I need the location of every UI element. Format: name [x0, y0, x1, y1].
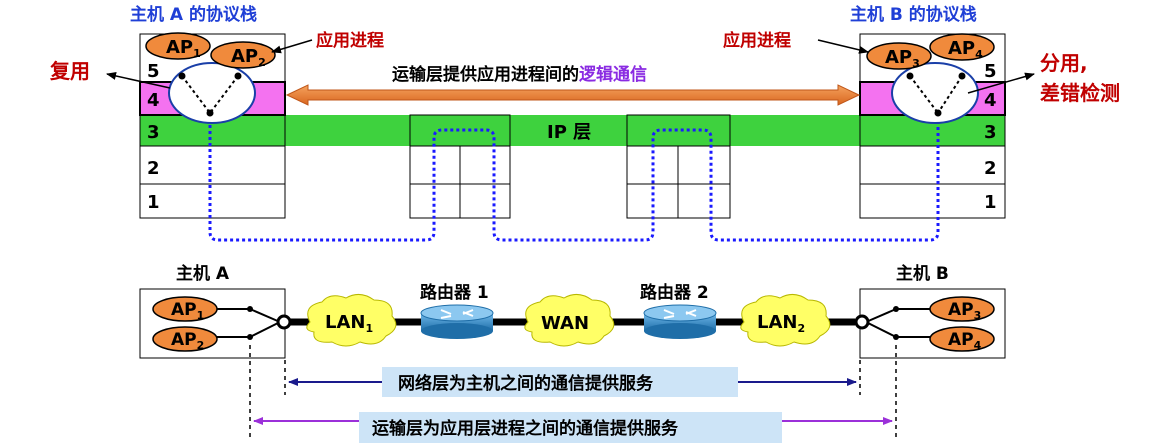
host-b-ap3: AP3 — [866, 42, 932, 70]
router2-icon — [643, 304, 717, 339]
lan2-cloud: LAN2 — [740, 294, 831, 347]
transport-layer-label: 运输层为应用层进程之间的通信提供服务 — [372, 418, 679, 439]
demux-label-line2: 差错检测 — [1040, 81, 1120, 105]
host-a-stack-title: 主机 A 的协议栈 — [130, 4, 257, 25]
host-b-net-ap3: AP3 — [929, 296, 995, 322]
router1-label: 路由器 1 — [420, 282, 489, 303]
svg-text:AP4: AP4 — [948, 38, 983, 61]
router1-icon — [420, 304, 494, 339]
host-a-layer1-label: 1 — [147, 192, 160, 213]
network-layer-label-box — [382, 367, 738, 397]
host-a-mux-ellipse — [168, 62, 256, 124]
multiplex-arrow — [106, 72, 171, 89]
svg-text:LAN2: LAN2 — [757, 312, 805, 335]
lan1-cloud: LAN1 — [306, 294, 397, 347]
router2-stack — [626, 114, 731, 219]
host-b-layer4-label: 4 — [984, 90, 997, 111]
host-b-layer1 — [859, 183, 1006, 219]
multiplex-label: 复用 — [49, 59, 90, 83]
svg-text:AP2: AP2 — [171, 330, 204, 352]
host-a-port — [276, 314, 292, 330]
host-a-ap1: AP1 — [145, 32, 211, 60]
host-b-transport-demux — [891, 62, 979, 124]
app-process-left-arrow — [271, 39, 313, 54]
svg-text:LAN1: LAN1 — [325, 312, 373, 335]
svg-text:AP1: AP1 — [166, 37, 201, 60]
ip-layer-label: IP 层 — [547, 122, 591, 143]
app-process-right-label: 应用进程 — [723, 30, 791, 51]
host-a-ap2: AP2 — [210, 41, 276, 69]
svg-text:AP3: AP3 — [885, 47, 920, 70]
host-b-layer3-label: 3 — [984, 122, 997, 143]
host-a-layer3-label: 3 — [147, 122, 160, 143]
logical-communication-label: 运输层提供应用进程间的逻辑通信 — [392, 64, 647, 85]
ip-layer-band — [140, 115, 1005, 146]
host-b-layer1-label: 1 — [984, 192, 997, 213]
host-b-net-ap4: AP4 — [929, 326, 995, 352]
router2-label: 路由器 2 — [640, 282, 709, 303]
app-process-left-label: 应用进程 — [316, 30, 384, 51]
host-a-layer1 — [139, 183, 286, 219]
wan-label: WAN — [541, 313, 589, 334]
data-path-dotted — [208, 113, 940, 242]
host-a-net-ap1: AP1 — [152, 296, 218, 322]
network-layer-label: 网络层为主机之间的通信提供服务 — [398, 373, 654, 394]
host-a-layer4-label: 4 — [147, 90, 160, 111]
logical-communication-arrow — [285, 84, 861, 106]
svg-text:AP2: AP2 — [231, 46, 266, 69]
host-b-label: 主机 B — [896, 263, 949, 284]
host-a-layer2-label: 2 — [147, 158, 160, 179]
host-b-stack-title: 主机 B 的协议栈 — [850, 4, 977, 25]
svg-text:AP1: AP1 — [171, 300, 204, 322]
host-a-label: 主机 A — [176, 263, 230, 284]
app-process-right-arrow — [817, 39, 869, 54]
host-b-layer5-label: 5 — [984, 61, 997, 82]
host-a-layer5-label: 5 — [147, 61, 160, 82]
host-b-port — [854, 314, 870, 330]
host-b-demux-ellipse — [891, 62, 979, 124]
host-b-ap4: AP4 — [929, 33, 995, 61]
host-b-layer2-label: 2 — [984, 158, 997, 179]
wan-cloud: WAN — [524, 294, 615, 347]
demux-arrow — [967, 72, 1035, 94]
svg-text:AP4: AP4 — [948, 330, 982, 352]
host-a-net-ap2: AP2 — [152, 326, 218, 352]
transport-layer-label-box — [359, 412, 782, 443]
svg-text:AP3: AP3 — [948, 300, 981, 322]
host-a-layer2 — [139, 145, 286, 185]
host-b-layer2 — [859, 145, 1006, 185]
host-a-transport-mux — [168, 62, 256, 124]
demux-label-line1: 分用, — [1040, 51, 1088, 75]
